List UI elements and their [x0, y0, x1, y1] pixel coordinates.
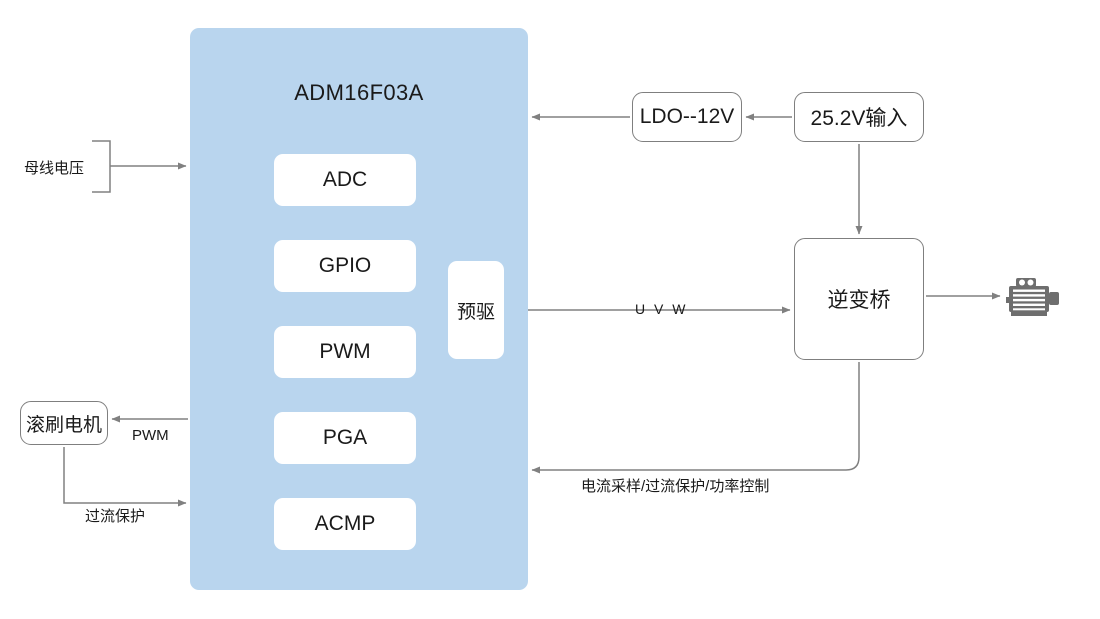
module-pwm[interactable]: PWM: [274, 326, 416, 378]
module-adc[interactable]: ADC: [274, 154, 416, 206]
module-predriver[interactable]: 预驱: [448, 261, 504, 359]
module-acmp[interactable]: ACMP: [274, 498, 416, 550]
label-bus-voltage: 母线电压: [24, 160, 85, 177]
label-over-current: 过流保护: [85, 508, 146, 525]
motor-icon: [1006, 278, 1059, 316]
label-uvw: U V W: [635, 301, 688, 317]
module-pga[interactable]: PGA: [274, 412, 416, 464]
block-ldo[interactable]: LDO--12V: [632, 92, 742, 142]
bus-voltage-bracket: [92, 140, 111, 193]
block-roller-motor[interactable]: 滚刷电机: [20, 401, 108, 445]
wire-ocp-to-mcu: [63, 447, 187, 507]
block-inverter-bridge[interactable]: 逆变桥: [794, 238, 924, 360]
label-feedback: 电流采样/过流保护/功率控制: [581, 478, 770, 495]
mcu-title: ADM16F03A: [294, 80, 424, 105]
block-power-input[interactable]: 25.2V输入: [794, 92, 924, 142]
label-pwm: PWM: [132, 427, 169, 444]
module-gpio[interactable]: GPIO: [274, 240, 416, 292]
wire-feedback-to-mcu: [531, 362, 860, 474]
